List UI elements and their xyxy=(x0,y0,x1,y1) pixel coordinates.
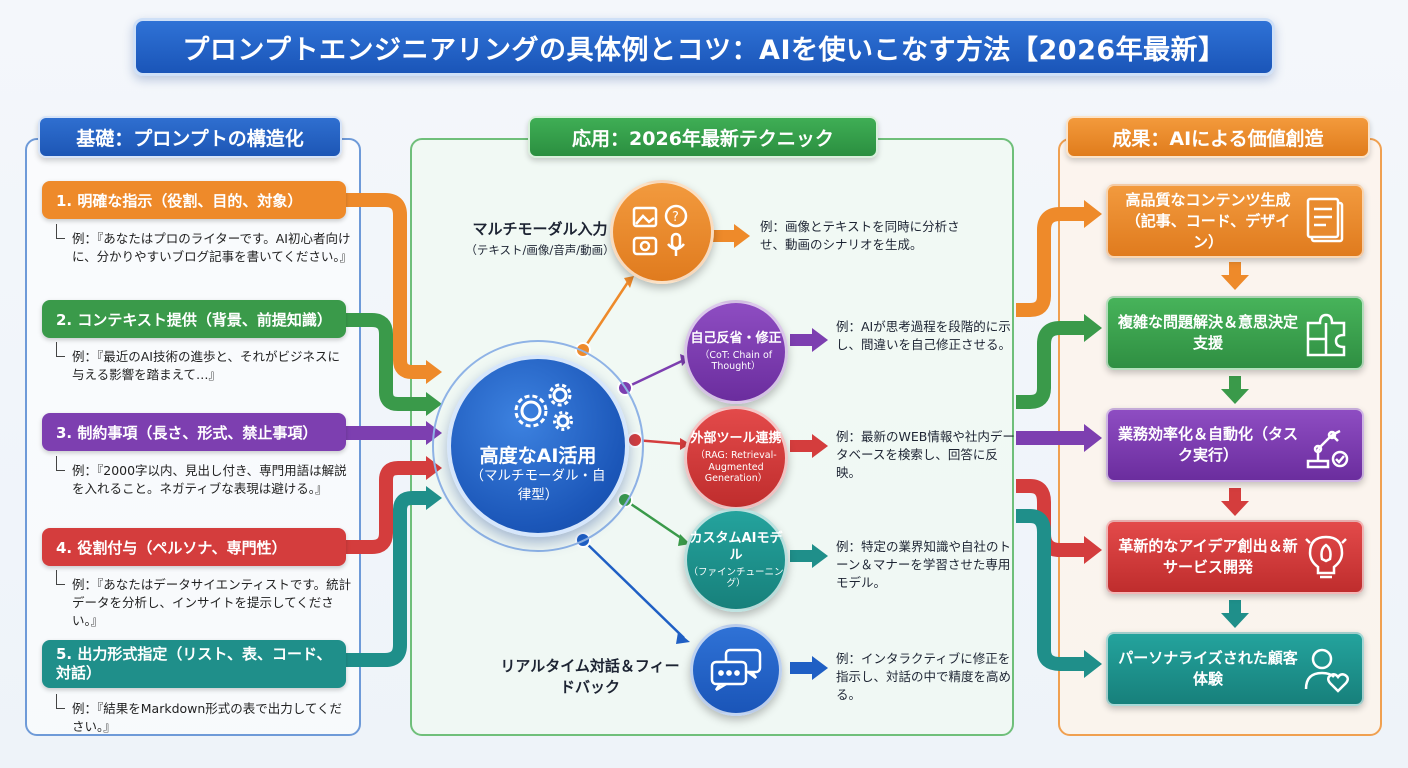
core-circle: 高度なAI活用 （マルチモーダル・自律型） xyxy=(447,355,629,537)
multimodal-desc: 例：画像とテキストを同時に分析させ、動画のシナリオを生成。 xyxy=(760,219,960,253)
step-2-example: 例：『最近のAI技術の進歩と、それがビジネスに与える影響を踏まえて…』 xyxy=(56,341,352,384)
tool-integration-circle: 外部ツール連携 （RAG: Retrieval-Augmented Genera… xyxy=(684,406,788,510)
result-content-generation: 高品質なコンテンツ生成（記事、コード、デザイン） xyxy=(1106,184,1364,258)
multimodal-sublabel: （テキスト/画像/音声/動画） xyxy=(465,243,615,257)
result-problem-solving: 複雑な問題解決＆意思決定支援 xyxy=(1106,296,1364,370)
result-2-label: 複雑な問題解決＆意思決定支援 xyxy=(1118,313,1299,352)
self-reflection-circle: 自己反省・修正 （CoT: Chain of Thought） xyxy=(684,300,788,404)
document-icon xyxy=(1306,197,1344,243)
step-clear-instructions: 1. 明確な指示（役割、目的、対象） xyxy=(42,181,346,219)
step-role: 4. 役割付与（ペルソナ、専門性） xyxy=(42,528,346,566)
self-reflection-title: 自己反省・修正 xyxy=(690,331,782,347)
svg-text:?: ? xyxy=(672,210,679,225)
result-4-label: 革新的なアイデア創出＆新サービス開発 xyxy=(1118,537,1298,576)
user-heart-icon xyxy=(1304,648,1349,693)
step-constraints: 3. 制約事項（長さ、形式、禁止事項） xyxy=(42,413,346,451)
realtime-desc: 例：インタラクティブに修正を指示し、対話の中で精度を高める。 xyxy=(836,651,1012,703)
tool-integration-title: 外部ツール連携 xyxy=(690,431,782,447)
step-context: 2. コンテキスト提供（背景、前提知識） xyxy=(42,300,346,338)
step-1-example: 例：『あなたはプロのライターです。AI初心者向けに、分かりやすいブログ記事を書い… xyxy=(56,223,352,266)
robot-arm-icon xyxy=(1306,429,1349,469)
step-3-example: 例：『2000字以内、見出し付き、専門用語は解説を入れること。ネガティブな表現は… xyxy=(56,455,352,498)
custom-model-sub: （ファインチューニング） xyxy=(688,566,784,589)
self-reflection-sub: （CoT: Chain of Thought） xyxy=(699,350,773,373)
multimodal-circle: ? xyxy=(610,180,714,284)
multimodal-label: マルチモーダル入力 xyxy=(472,220,608,238)
core-subtitle: （マルチモーダル・自律型） xyxy=(470,468,606,503)
tool-integration-desc: 例：最新のWEB情報や社内データベースを検索し、回答に反映。 xyxy=(836,429,1015,481)
result-automation: 業務効率化＆自動化（タスク実行） xyxy=(1106,408,1364,482)
realtime-label: リアルタイム対話＆フィードバック xyxy=(500,657,680,696)
result-1-label: 高品質なコンテンツ生成（記事、コード、デザイン） xyxy=(1125,190,1291,251)
basics-header: 基礎：プロンプトの構造化 xyxy=(38,116,342,158)
custom-model-title: カスタムAIモデル xyxy=(689,530,783,563)
gears-icon xyxy=(514,383,573,431)
custom-model-desc: 例：特定の業界知識や自社のトーン＆マナーを学習させた専用モデル。 xyxy=(836,539,1012,591)
step-output-format: 5. 出力形式指定（リスト、表、コード、対話） xyxy=(42,640,346,688)
puzzle-icon xyxy=(1306,313,1346,357)
step-5-example: 例：『結果をMarkdown形式の表で出力してください。』 xyxy=(56,693,352,736)
realtime-circle xyxy=(690,624,782,716)
media-icon: ? xyxy=(632,204,688,256)
step-4-example: 例：『あなたはデータサイエンティストです。統計データを分析し、インサイトを提示し… xyxy=(56,569,352,630)
custom-model-circle: カスタムAIモデル （ファインチューニング） xyxy=(684,508,788,612)
chat-bubbles-icon xyxy=(710,648,762,692)
lightbulb-rocket-icon xyxy=(1305,535,1347,579)
result-personalization: パーソナライズされた顧客体験 xyxy=(1106,632,1364,706)
self-reflection-desc: 例：AIが思考過程を段階的に示し、間違いを自己修正させる。 xyxy=(836,319,1012,353)
tool-integration-sub: （RAG: Retrieval-Augmented Generation） xyxy=(695,450,777,485)
page-title: プロンプトエンジニアリングの具体例とコツ：AIを使いこなす方法【2026年最新】 xyxy=(133,18,1275,76)
result-3-label: 業務効率化＆自動化（タスク実行） xyxy=(1118,425,1299,464)
results-header: 成果：AIによる価値創造 xyxy=(1066,116,1370,158)
core-title: 高度なAI活用 xyxy=(479,445,597,467)
techniques-header: 応用：2026年最新テクニック xyxy=(528,116,878,158)
result-5-label: パーソナライズされた顧客体験 xyxy=(1118,649,1298,688)
result-innovation: 革新的なアイデア創出＆新サービス開発 xyxy=(1106,520,1364,594)
core-ring xyxy=(432,340,644,552)
